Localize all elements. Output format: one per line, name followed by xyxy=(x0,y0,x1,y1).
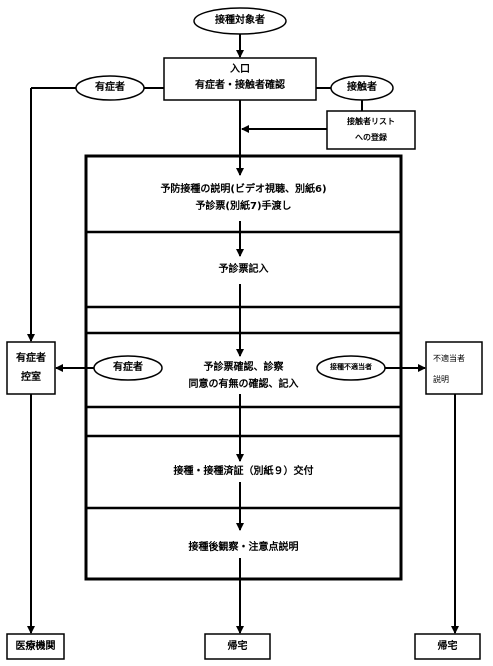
contact-list-label-2: への登録 xyxy=(355,133,387,142)
end-home-right-label: 帰宅 xyxy=(437,641,458,652)
step3-line2: 同意の有無の確認、記入 xyxy=(188,379,299,390)
ineligible-label-2: 説明 xyxy=(433,375,449,384)
waiting-room-label-1: 有症者 xyxy=(16,353,46,364)
waiting-room-box xyxy=(6,341,56,395)
connectors xyxy=(27,34,459,634)
ineligible-tag-label: 接種不適当者 xyxy=(330,363,372,371)
step2-label: 予診票記入 xyxy=(218,264,269,275)
waiting-room-label-2: 控室 xyxy=(21,372,41,383)
ineligible-label-1: 不適当者 xyxy=(433,354,465,363)
contact-list-label-1: 接触者リスト xyxy=(347,117,395,126)
step1-line1: 予防接種の説明(ビデオ視聴、別紙6) xyxy=(160,184,327,195)
symptomatic-mid-label: 有症者 xyxy=(113,362,143,373)
step4-label: 接種・接種済証（別紙９）交付 xyxy=(173,466,314,477)
entrance-box xyxy=(163,57,317,101)
contact-list-box xyxy=(326,110,416,150)
entrance-sub-label: 有症者・接触者確認 xyxy=(195,80,285,91)
symptomatic-top-label: 有症者 xyxy=(95,82,125,93)
ineligible-box xyxy=(425,341,483,395)
end-medical-label: 医療機関 xyxy=(15,641,56,652)
end-home-right-box xyxy=(414,633,481,660)
entrance-title-label: 入口 xyxy=(230,64,250,75)
end-home-center-label: 帰宅 xyxy=(227,641,248,652)
step1-line2: 予診票(別紙7)手渡し xyxy=(195,201,292,212)
step3-line1: 予診票確認、診察 xyxy=(203,362,284,373)
target-label: 接種対象者 xyxy=(215,15,265,26)
step5-label: 接種後観察・注意点説明 xyxy=(188,542,299,553)
contact-label: 接触者 xyxy=(347,82,377,93)
end-medical-box xyxy=(6,633,65,660)
end-home-center-box xyxy=(204,633,271,660)
